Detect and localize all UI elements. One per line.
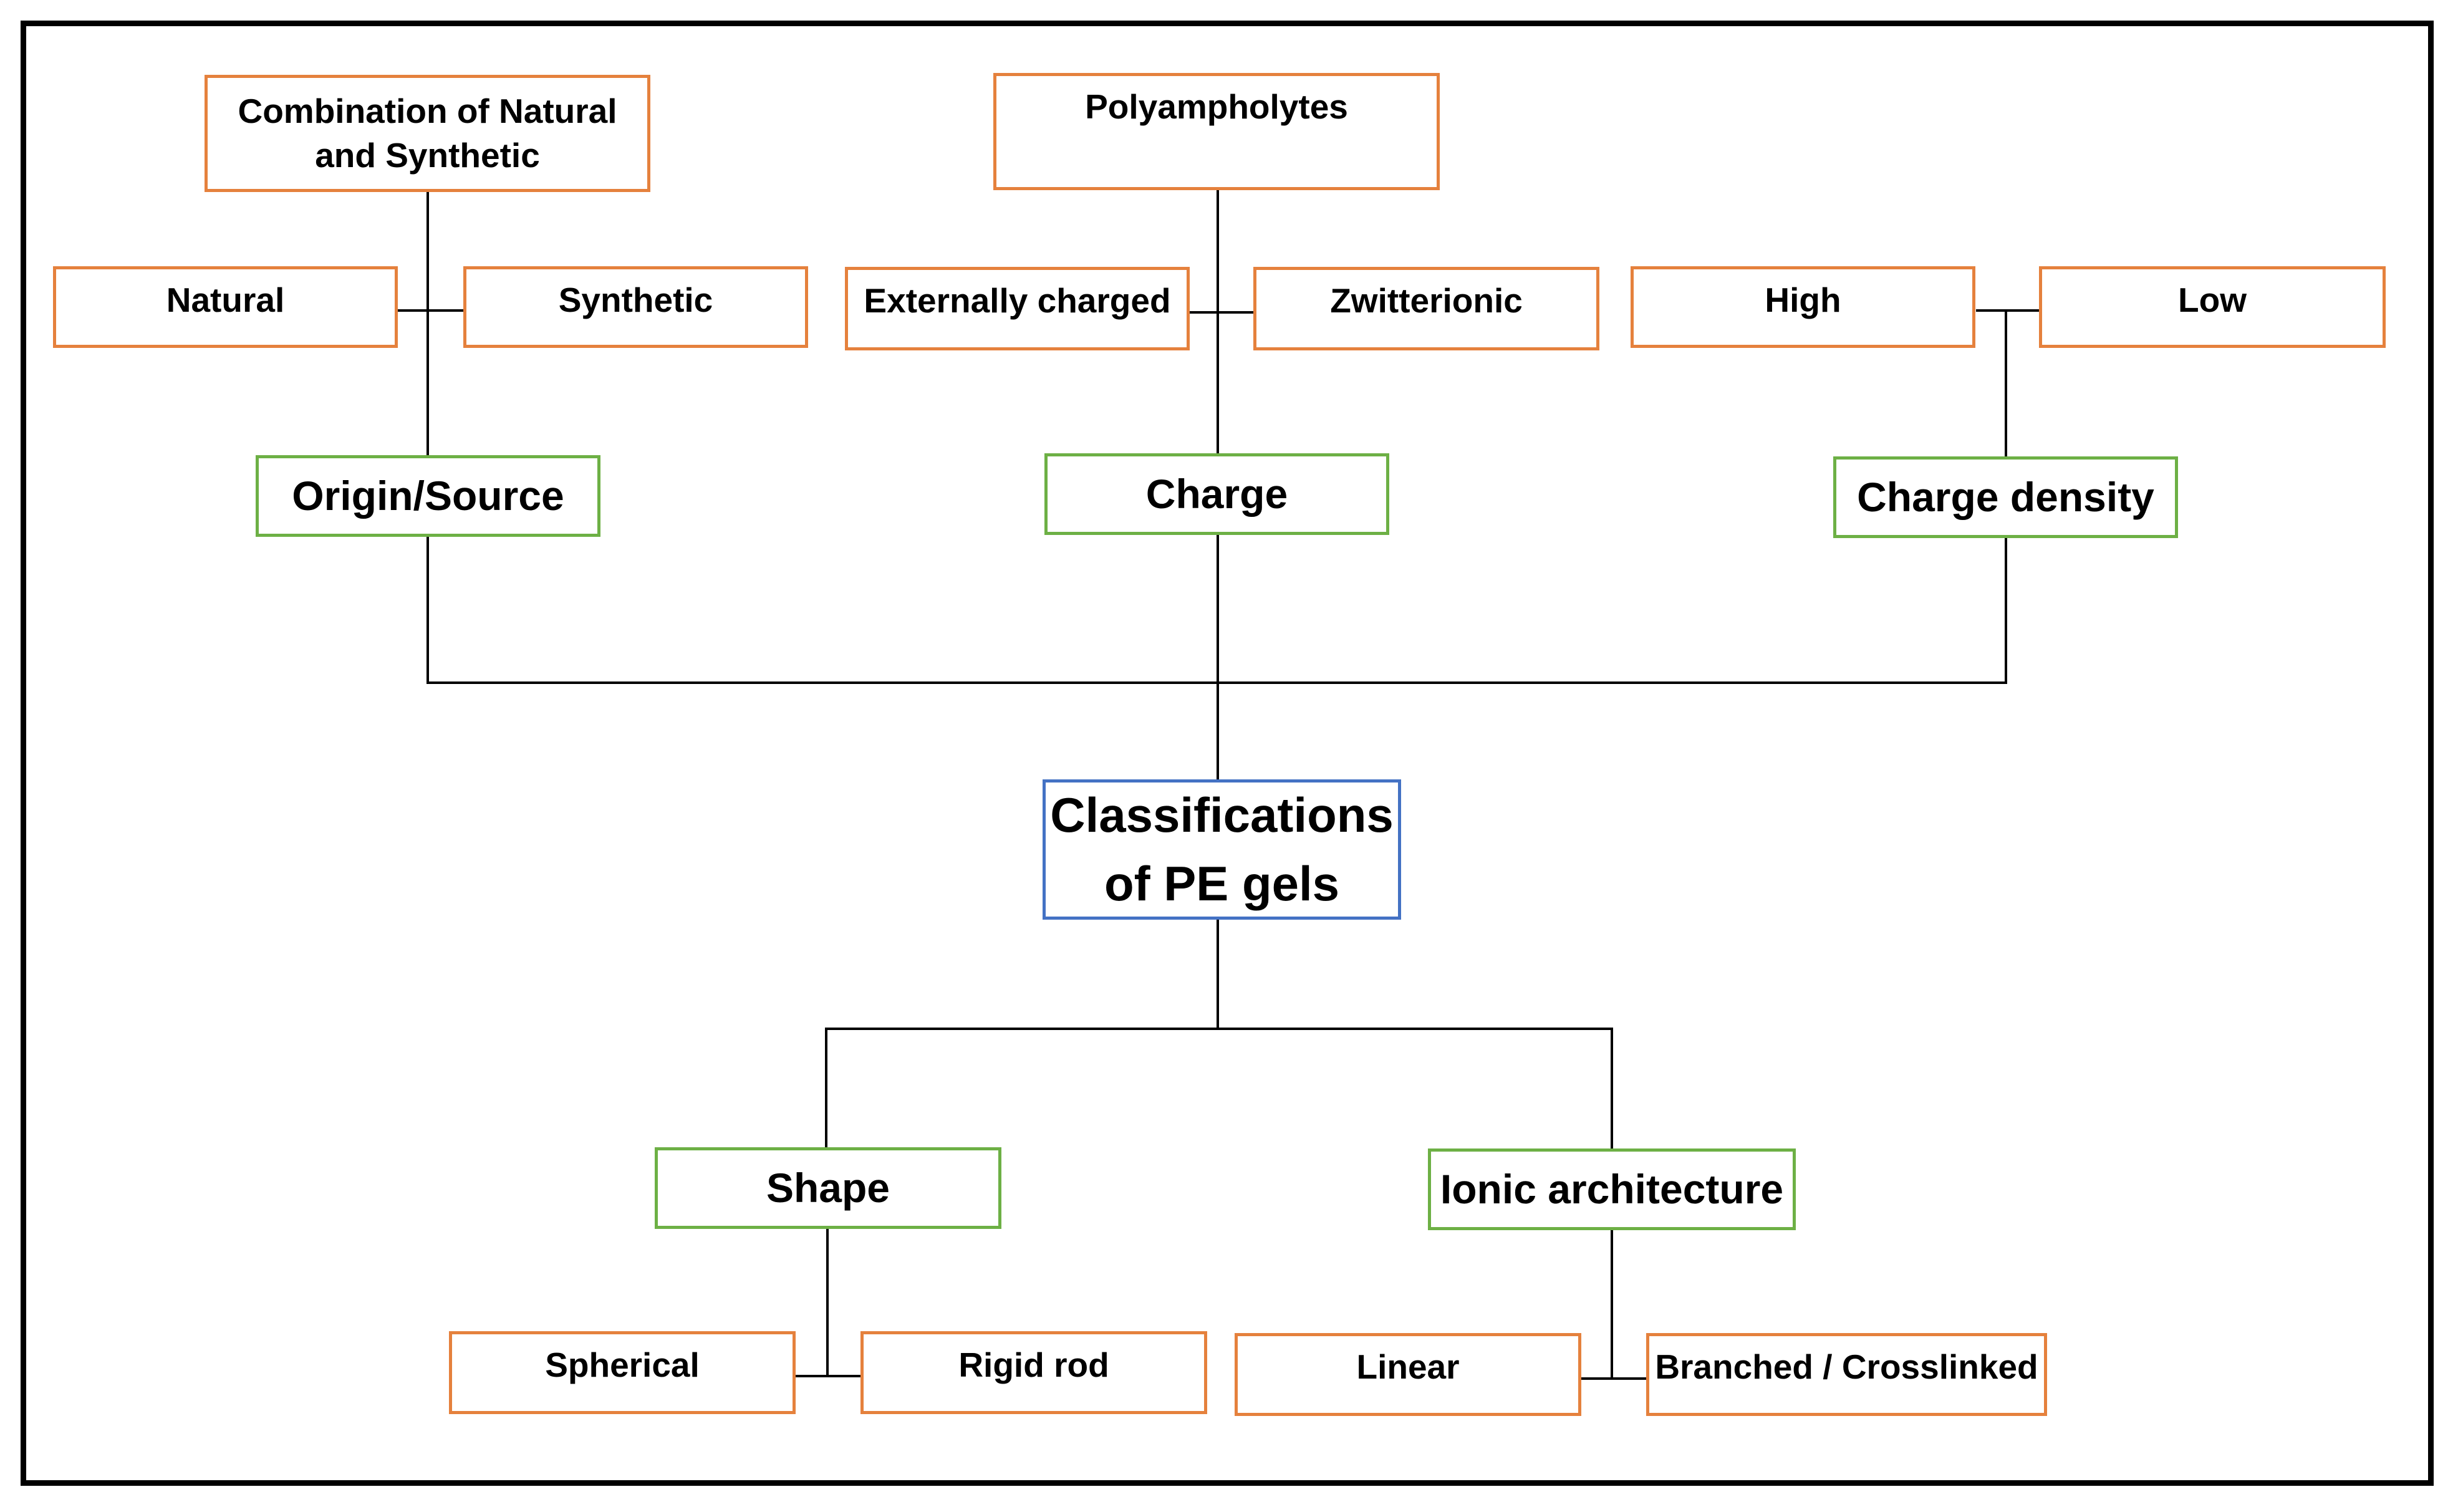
ionic-architecture-box: Ionic architecture xyxy=(1428,1148,1796,1230)
connector-top-bus xyxy=(427,535,2007,684)
combination-label-line1: Combination of Natural xyxy=(238,91,617,130)
ionic-architecture-label: Ionic architecture xyxy=(1440,1165,1784,1212)
branched-crosslinked-label: Branched / Crosslinked xyxy=(1655,1347,2038,1386)
natural-box: Natural xyxy=(53,266,398,348)
origin-source-box: Origin/Source xyxy=(256,455,600,537)
externally-charged-box: Externally charged xyxy=(845,267,1190,350)
origin-source-label: Origin/Source xyxy=(292,472,564,519)
natural-label: Natural xyxy=(166,281,285,319)
charge-box: Charge xyxy=(1044,453,1389,535)
externally-charged-label: Externally charged xyxy=(864,281,1171,320)
spherical-box: Spherical xyxy=(449,1331,796,1414)
high-box: High xyxy=(1631,266,1975,348)
spherical-label: Spherical xyxy=(545,1346,700,1384)
polyampholytes-label: Polyampholytes xyxy=(1085,87,1348,126)
charge-label: Charge xyxy=(1145,470,1288,517)
low-label: Low xyxy=(2178,281,2247,319)
high-label: High xyxy=(1765,281,1841,319)
charge-density-label: Charge density xyxy=(1857,473,2154,520)
combination-box: Combination of Natural and Synthetic xyxy=(205,75,650,192)
root-box: Classifications of PE gels xyxy=(1043,779,1401,920)
branched-crosslinked-box: Branched / Crosslinked xyxy=(1646,1333,2047,1416)
zwitterionic-label: Zwitterionic xyxy=(1330,281,1523,320)
linear-box: Linear xyxy=(1235,1333,1581,1416)
charge-density-box: Charge density xyxy=(1833,456,2178,538)
low-box: Low xyxy=(2039,266,2386,348)
synthetic-box: Synthetic xyxy=(463,266,808,348)
polyampholytes-box: Polyampholytes xyxy=(993,73,1440,190)
connector-bottom-bus xyxy=(825,1028,1613,1150)
diagram-frame xyxy=(21,21,2434,1486)
rigid-rod-label: Rigid rod xyxy=(958,1346,1109,1384)
root-label-line1: Classifications xyxy=(1050,787,1394,843)
shape-box: Shape xyxy=(655,1147,1001,1229)
synthetic-label: Synthetic xyxy=(558,281,713,319)
zwitterionic-box: Zwitterionic xyxy=(1253,267,1599,350)
rigid-rod-box: Rigid rod xyxy=(860,1331,1207,1414)
linear-label: Linear xyxy=(1356,1347,1460,1386)
shape-label: Shape xyxy=(766,1164,890,1211)
combination-label-line2: and Synthetic xyxy=(315,136,540,175)
root-label-line2: of PE gels xyxy=(1104,855,1340,911)
